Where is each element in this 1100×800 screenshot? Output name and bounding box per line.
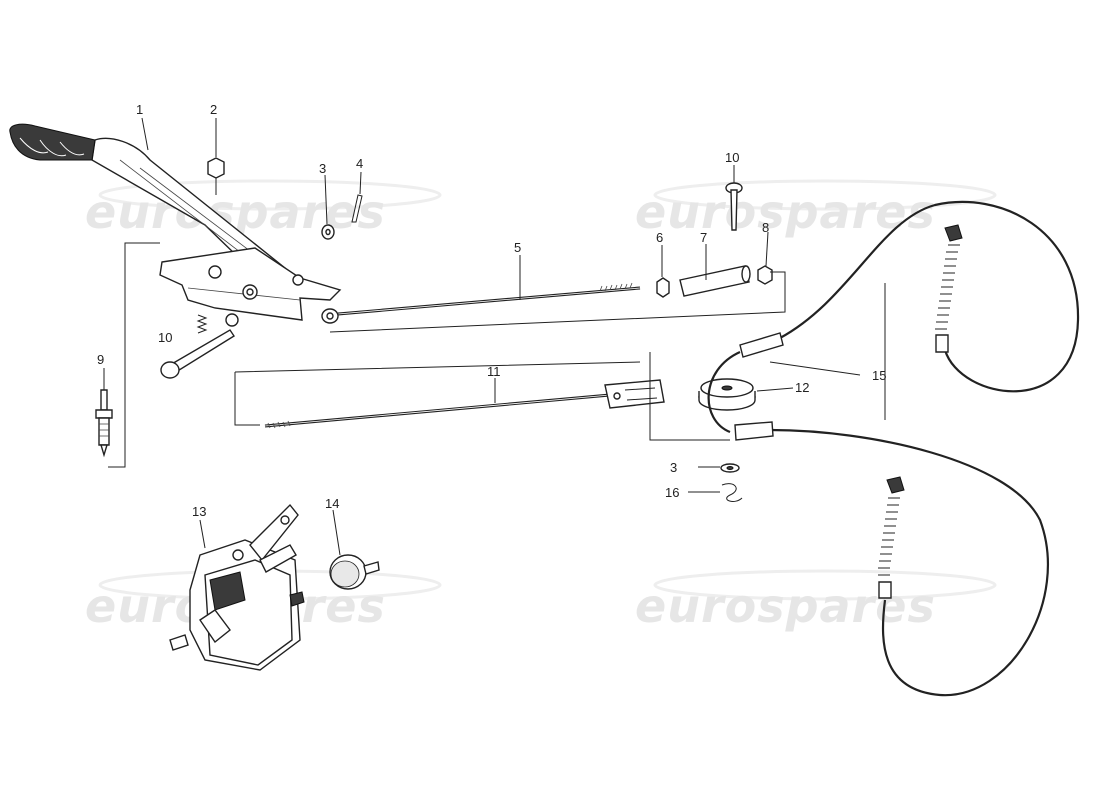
part-handbrake-lever [9,123,342,334]
callout-14: 14 [325,496,339,511]
callout-13: 13 [192,504,206,519]
part-pulley-12 [698,378,756,411]
callout-11: 11 [487,364,501,379]
part-washer-3-lower [720,463,740,473]
part-rod-11 [264,379,665,429]
cable-spring-top [935,224,963,353]
part-washer-3 [321,224,335,240]
callout-9: 9 [97,352,104,367]
part-caliper-13 [169,503,305,671]
callout-12: 12 [795,380,809,395]
bracket-outline-left [108,242,160,468]
part-pin-10-right [725,182,743,231]
part-rod-5 [321,282,641,324]
callout-6: 6 [656,230,663,245]
callout-4: 4 [356,156,363,171]
part-split-pin-4 [351,194,363,223]
callout-1: 1 [136,102,143,117]
callout-5: 5 [514,240,521,255]
part-cables-15 [707,200,1080,697]
part-adjuster-sleeve-7 [679,265,751,297]
lever-grip [9,123,96,161]
leader-lines [103,117,886,556]
callout-10-left: 10 [158,330,172,345]
bracket-outline-rod11 [234,361,641,426]
part-dust-cap-14 [329,554,380,590]
cable-spring-bottom [878,476,905,599]
callout-2: 2 [210,102,217,117]
callout-8: 8 [762,220,769,235]
part-nut-2 [207,157,225,195]
bracket-outline-rod [329,271,786,333]
part-clip-16 [721,483,743,502]
callout-15: 15 [872,368,886,383]
callouts: 1 2 3 4 5 6 7 8 9 10 10 11 12 13 14 15 3… [97,102,886,519]
callout-7: 7 [700,230,707,245]
callout-3: 3 [319,161,326,176]
callout-10-right: 10 [725,150,739,165]
bracket-outline-pulley [649,352,730,441]
callout-3-lower: 3 [670,460,677,475]
part-bolt-9 [95,389,113,458]
part-clevis-pin-10-left [160,329,235,379]
part-nut-6 [656,277,670,298]
callout-16: 16 [665,485,679,500]
part-nut-8 [757,265,773,285]
watermark-top-right: eurospares [635,185,936,239]
